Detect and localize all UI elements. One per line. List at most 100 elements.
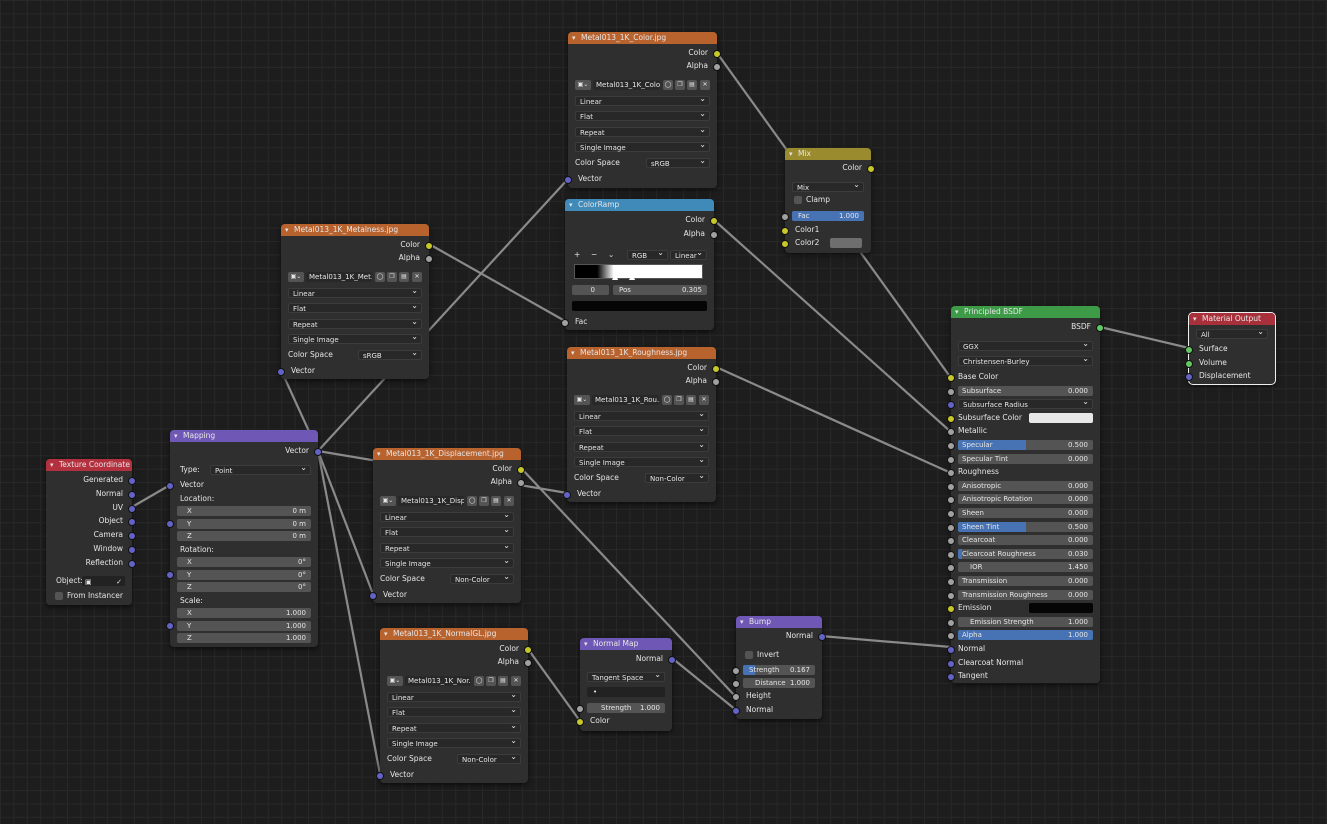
image-name-field[interactable]: Metal013_1K_Rou... xyxy=(592,395,659,405)
socket-in-normal[interactable] xyxy=(732,707,740,715)
image-name-field[interactable]: Metal013_1K_Displ... xyxy=(398,496,464,506)
socket-in-strength[interactable] xyxy=(732,667,740,675)
socket-in-distance[interactable] xyxy=(732,680,740,688)
node-image-normal[interactable]: Metal013_1K_NormalGL.jpgColorAlpha▣⌄Meta… xyxy=(376,628,532,783)
node-colorramp[interactable]: ColorRamp Color Alpha + − ⌄ RGB Linear ▲… xyxy=(561,199,718,330)
subsurface-method-dropdown[interactable]: Christensen-Burley xyxy=(958,354,1093,366)
folder-icon[interactable]: ▤ xyxy=(491,496,501,506)
projection-dropdown[interactable]: Flat xyxy=(387,705,521,717)
node-image-color[interactable]: Metal013_1K_Color.jpgColorAlpha▣⌄Metal01… xyxy=(564,32,721,188)
close-icon[interactable]: ✕ xyxy=(511,676,521,686)
folder-icon[interactable]: ▤ xyxy=(498,676,508,686)
socket-in-subsurface[interactable] xyxy=(947,387,955,396)
subsurface-color-swatch[interactable] xyxy=(1029,412,1093,423)
node-header[interactable]: Bump xyxy=(736,616,822,628)
extension-dropdown[interactable]: Repeat xyxy=(574,440,709,452)
chevron-down-icon[interactable]: ⌄ xyxy=(608,250,615,259)
socket-out-normal[interactable] xyxy=(668,656,676,664)
socket-in-fac[interactable] xyxy=(781,213,789,221)
socket-in-vector[interactable] xyxy=(564,176,572,184)
projection-dropdown[interactable]: Flat xyxy=(380,525,514,537)
socket-in-specular[interactable] xyxy=(947,442,955,450)
socket-out-color[interactable] xyxy=(713,50,721,58)
socket-in-color[interactable] xyxy=(576,718,584,726)
from-instancer-checkbox[interactable] xyxy=(55,592,63,600)
folder-icon[interactable]: ▤ xyxy=(686,395,696,405)
socket-in-transmission-roughness[interactable] xyxy=(947,591,955,600)
projection-dropdown[interactable]: Flat xyxy=(574,424,709,436)
color-space-dropdown[interactable]: sRGB xyxy=(646,156,710,168)
uv-map-field[interactable]: • xyxy=(587,687,665,697)
socket-out-alpha[interactable] xyxy=(710,231,718,239)
node-image-displacement[interactable]: Metal013_1K_Displacement.jpgColorAlpha▣⌄… xyxy=(369,448,525,603)
socket-out[interactable] xyxy=(128,559,136,568)
interpolation-dropdown[interactable]: Linear xyxy=(575,94,710,106)
interpolation-dropdown[interactable]: Linear xyxy=(288,286,422,298)
socket-out-color[interactable] xyxy=(710,217,718,225)
socket-out-color[interactable] xyxy=(867,165,875,173)
source-dropdown[interactable]: Single Image xyxy=(288,332,422,344)
projection-dropdown[interactable]: Flat xyxy=(575,109,710,121)
close-icon[interactable]: ✕ xyxy=(699,395,709,405)
socket-in-vector[interactable] xyxy=(369,592,377,600)
socket-in-rotation[interactable] xyxy=(166,571,174,579)
interpolation-dropdown[interactable]: Linear xyxy=(387,690,521,702)
image-selector[interactable]: ▣⌄Metal013_1K_Color...◯❐▤✕ xyxy=(575,80,710,90)
socket-in-scale[interactable] xyxy=(166,622,174,630)
socket-out-alpha[interactable] xyxy=(517,479,525,487)
close-icon[interactable]: ✕ xyxy=(700,80,710,90)
remove-stop-button[interactable]: − xyxy=(591,250,598,259)
source-dropdown[interactable]: Single Image xyxy=(574,455,709,467)
extension-dropdown[interactable]: Repeat xyxy=(575,125,710,137)
image-browse-icon[interactable]: ▣⌄ xyxy=(575,80,591,90)
image-browse-icon[interactable]: ▣⌄ xyxy=(387,676,403,686)
socket-in-specular-tint[interactable] xyxy=(947,455,955,464)
fake-user-icon[interactable]: ◯ xyxy=(663,80,673,90)
close-icon[interactable]: ✕ xyxy=(504,496,514,506)
node-header[interactable]: Mapping xyxy=(170,430,318,442)
invert-checkbox[interactable] xyxy=(745,651,753,659)
image-name-field[interactable]: Metal013_1K_Nor... xyxy=(405,676,471,686)
socket-out[interactable] xyxy=(128,518,136,527)
folder-icon[interactable]: ▤ xyxy=(687,80,697,90)
socket-in-normal[interactable] xyxy=(947,646,955,654)
image-name-field[interactable]: Metal013_1K_Met... xyxy=(306,272,372,282)
ramp-stop-handle[interactable]: ▲ xyxy=(629,272,636,281)
socket-in-displacement[interactable] xyxy=(1185,373,1193,381)
socket-in-vector[interactable] xyxy=(166,482,174,490)
socket-out-bsdf[interactable] xyxy=(1096,324,1104,332)
interpolation-dropdown[interactable]: Linear xyxy=(380,510,514,522)
socket-in-alpha[interactable] xyxy=(947,632,955,641)
subsurface-radius-dropdown[interactable]: Subsurface Radius xyxy=(958,397,1093,410)
socket-in-height[interactable] xyxy=(732,693,740,701)
node-header[interactable]: Metal013_1K_Roughness.jpg xyxy=(567,347,716,359)
socket-in-volume[interactable] xyxy=(1185,360,1193,368)
image-selector[interactable]: ▣⌄Metal013_1K_Met...◯❐▤✕ xyxy=(288,272,422,282)
color-mode-dropdown[interactable]: RGB xyxy=(627,248,668,260)
socket-out-vector[interactable] xyxy=(314,448,322,456)
node-header[interactable]: Texture Coordinate xyxy=(46,459,132,471)
socket-out[interactable] xyxy=(128,532,136,541)
socket-out-alpha[interactable] xyxy=(713,63,721,71)
stop-index-field[interactable]: 0 xyxy=(572,285,609,295)
fake-user-icon[interactable]: ◯ xyxy=(662,395,672,405)
socket-in-subsurface-color[interactable] xyxy=(947,414,955,423)
close-icon[interactable]: ✕ xyxy=(412,272,422,282)
emission-swatch[interactable] xyxy=(1029,603,1093,614)
node-texture-coordinate[interactable]: Texture Coordinate GeneratedNormalUVObje… xyxy=(46,459,136,605)
socket-out-alpha[interactable] xyxy=(712,378,720,386)
extension-dropdown[interactable]: Repeat xyxy=(288,317,422,329)
source-dropdown[interactable]: Single Image xyxy=(380,556,514,568)
socket-in-clearcoat-normal[interactable] xyxy=(947,659,955,668)
